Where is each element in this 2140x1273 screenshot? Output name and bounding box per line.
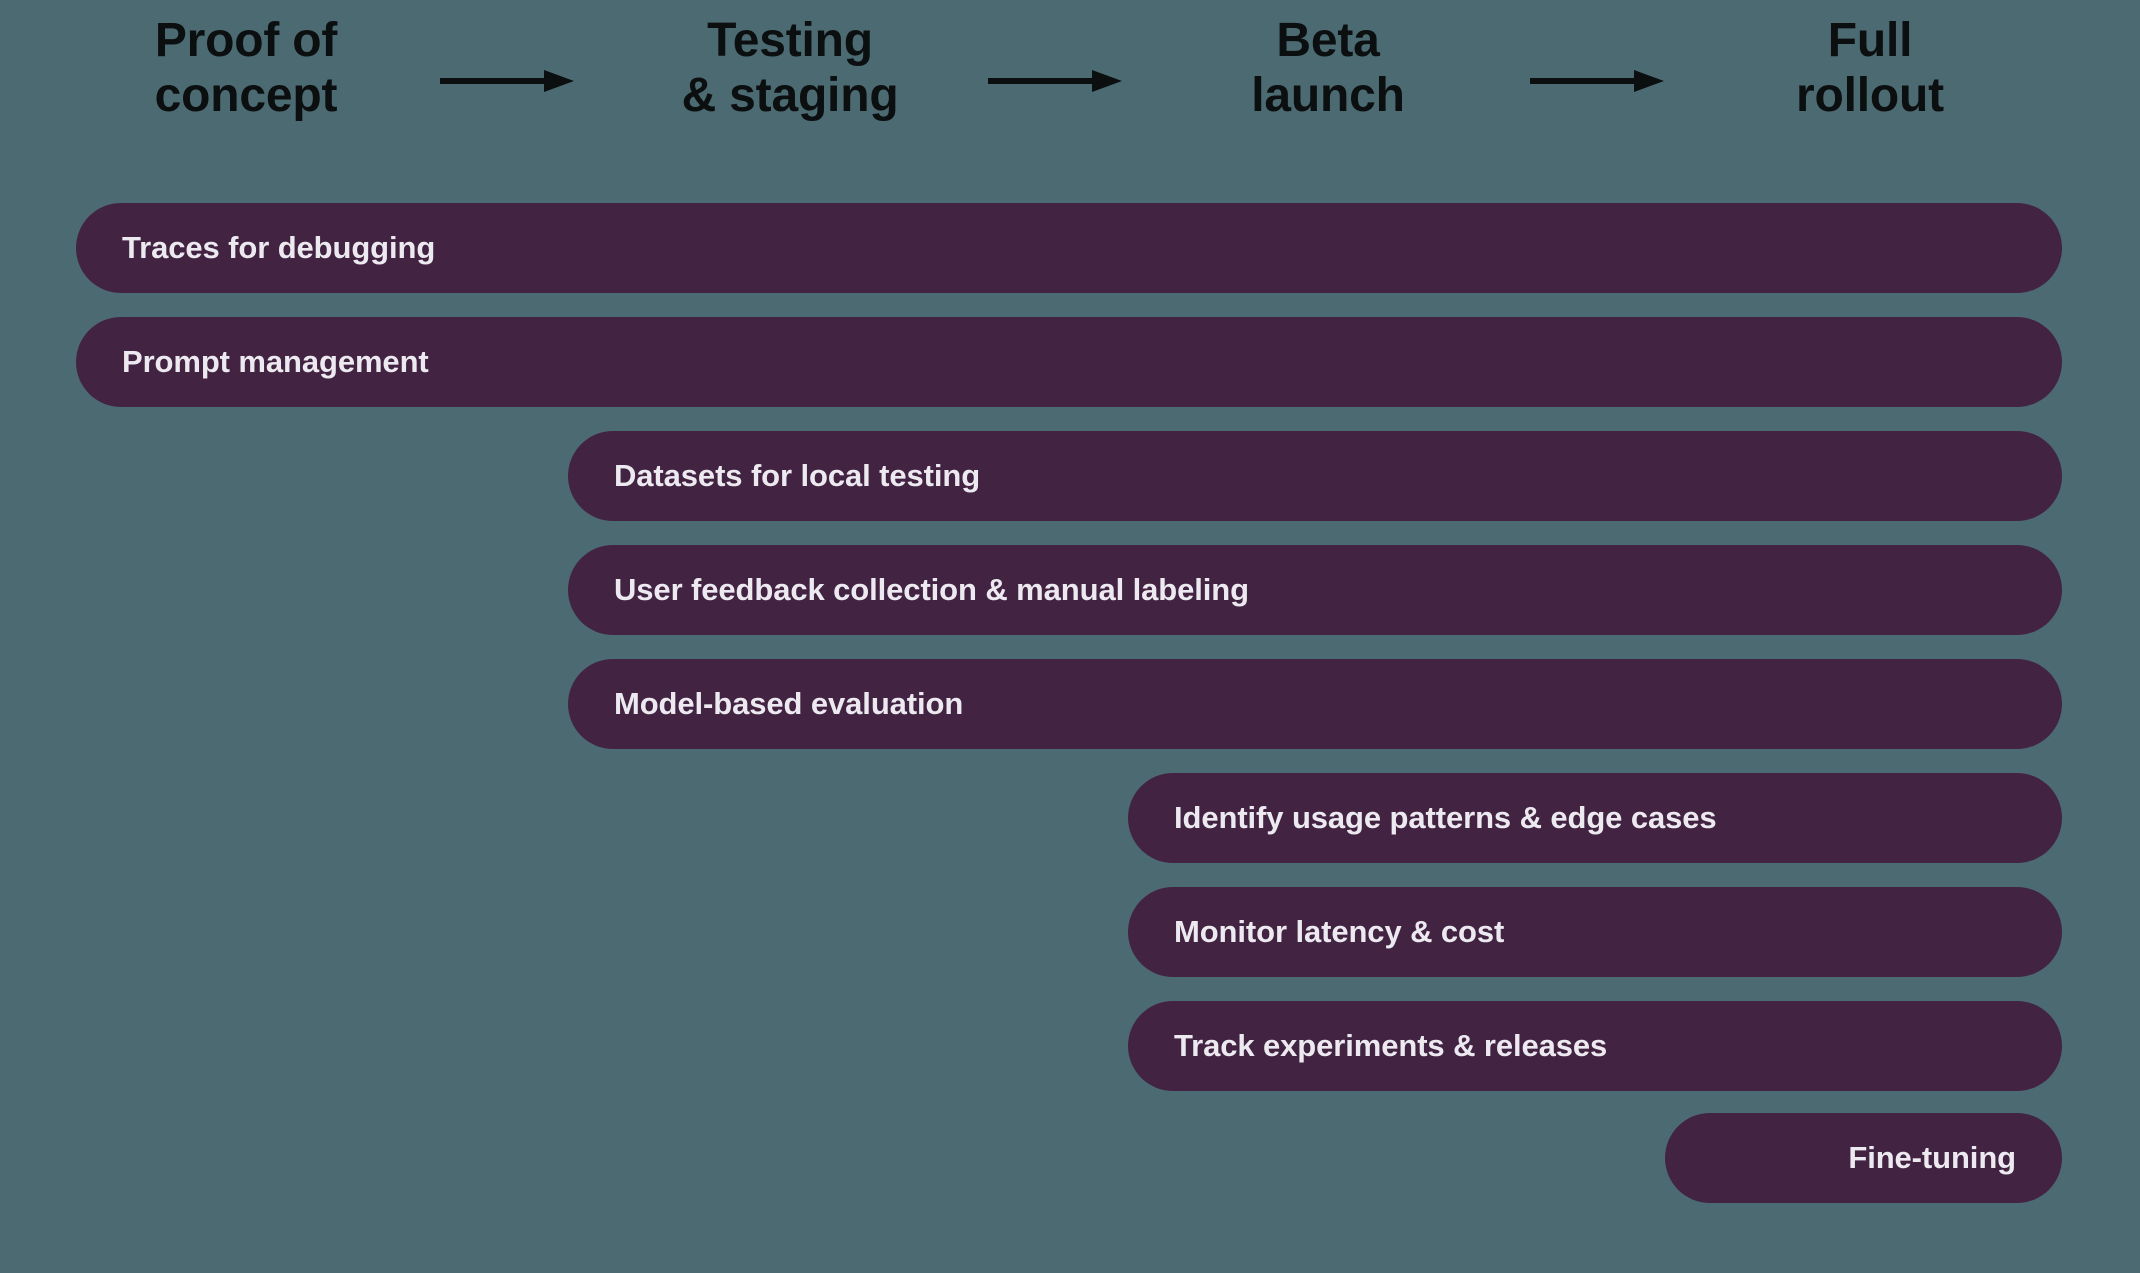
capability-bar-model-based-evaluation[interactable]: Model-based evaluation [568,659,2062,749]
capability-bar-traces-for-debugging[interactable]: Traces for debugging [76,203,2062,293]
capability-label: Datasets for local testing [614,458,981,493]
capability-label: Monitor latency & cost [1174,914,1505,949]
capability-label: User feedback collection & manual labeli… [614,572,1249,607]
arrow-right-icon [440,70,574,92]
capability-label: Model-based evaluation [614,686,964,721]
capability-label: Fine-tuning [1848,1140,2016,1175]
stage-label-testing-and-staging: Testing & staging [681,14,899,122]
capability-bar-track-experiments-and-releases[interactable]: Track experiments & releases [1128,1001,2062,1091]
capability-label: Traces for debugging [122,230,436,265]
arrow-right-icon [1530,70,1664,92]
capability-bar-fine-tuning[interactable]: Fine-tuning [1665,1113,2062,1203]
capability-label: Prompt management [122,344,429,379]
capability-bar-identify-usage-patterns[interactable]: Identify usage patterns & edge cases [1128,773,2062,863]
arrow-right-icon [988,70,1122,92]
capability-label: Track experiments & releases [1174,1028,1608,1063]
stage-header-row: Proof of concept Testing & staging Beta … [0,0,2140,170]
stage-label-beta-launch: Beta launch [1251,14,1405,122]
stage-label-proof-of-concept: Proof of concept [154,14,338,122]
capability-bar-prompt-management[interactable]: Prompt management [76,317,2062,407]
capability-bar-user-feedback-collection[interactable]: User feedback collection & manual labeli… [568,545,2062,635]
capability-bar-datasets-for-local-testing[interactable]: Datasets for local testing [568,431,2062,521]
capability-bar-monitor-latency-and-cost[interactable]: Monitor latency & cost [1128,887,2062,977]
capability-label: Identify usage patterns & edge cases [1174,800,1717,835]
stage-label-full-rollout: Full rollout [1796,14,1944,122]
